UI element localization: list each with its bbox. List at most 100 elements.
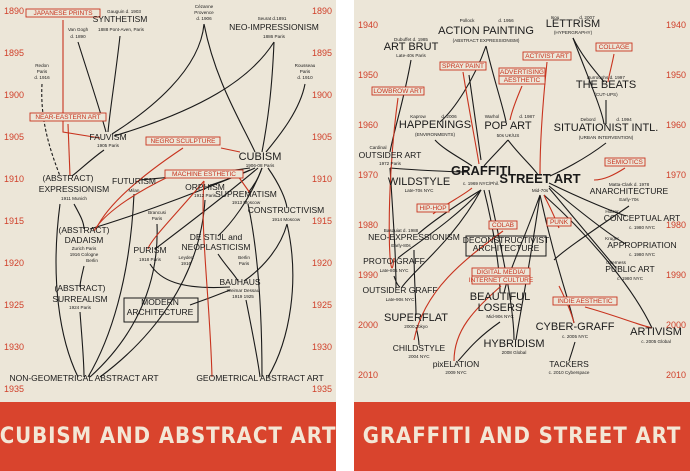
node-note: Gauguin d. 1903	[107, 9, 141, 14]
node-note: d. 1890	[70, 34, 86, 39]
node-note: Early-70s	[619, 197, 639, 202]
node-note: Brancusi	[148, 210, 166, 215]
node-cubism: CUBISM	[239, 151, 282, 163]
node-neoexp: NEO-EXPRESSIONISM	[368, 232, 460, 242]
year-label-left: 1915	[4, 216, 24, 226]
node-note: c. 1980 NYC	[629, 225, 656, 230]
graffiti-diagram: 1940195019601970198019902000201019401950…	[358, 15, 686, 380]
year-label-right: 1905	[312, 132, 332, 142]
node-note: Paris	[37, 69, 48, 74]
node-cybergraff: CYBER-GRAFF	[536, 321, 615, 333]
node-purism: PURISM	[133, 245, 166, 255]
year-label-left: 2010	[358, 370, 378, 380]
node-futurism: FUTURISM	[112, 176, 156, 186]
red-influence-label: COLLAGE	[599, 44, 630, 51]
node-fauvism: FAUVISM	[89, 132, 126, 142]
year-label-right: 1915	[312, 216, 332, 226]
node-note: d. 2006	[441, 114, 457, 119]
red-influence-label: DIGITAL MEDIA/	[477, 269, 526, 276]
year-label-left: 1970	[358, 170, 378, 180]
node-note: Seurat d.1891	[258, 16, 287, 21]
node-note: Berlin	[86, 258, 98, 263]
year-label-right: 1960	[666, 120, 686, 130]
node-note: Early-80s	[391, 243, 411, 248]
node-note: 1912 Paris	[194, 193, 217, 198]
node-note: Paris	[152, 216, 163, 221]
node-note: Kruger	[605, 236, 619, 241]
node-note: Isou	[551, 15, 560, 20]
red-influence-label-box	[498, 75, 546, 85]
year-label-left: 1920	[4, 258, 24, 268]
node-outsider: OUTSIDER ART	[359, 150, 422, 160]
red-influence-label-box	[546, 217, 572, 227]
node-hybridism: HYBRIDISM	[483, 338, 544, 350]
node-note: (HYPERGRAPHY)	[554, 30, 593, 35]
node-note: 1918 Paris	[139, 257, 162, 262]
node-note: Late-90s NYC	[386, 297, 416, 302]
year-label-left: 1900	[4, 90, 24, 100]
red-influence-label: COLAB	[492, 222, 514, 229]
red-influence-label-box	[522, 51, 572, 61]
node-streetart: STREET ART	[499, 171, 580, 186]
red-influence-label-box	[25, 8, 101, 18]
node-note: 2008 Global	[502, 350, 527, 355]
node-note: 1916 Cologne	[70, 252, 99, 257]
node-note: Mid-90s NYC	[486, 314, 514, 319]
node-note: Redon	[35, 63, 49, 68]
node-note: c. 2005 NYC	[562, 334, 589, 339]
node-note: Late-70s NYC	[405, 188, 435, 193]
node-situ: SITUATIONIST INTL.	[554, 122, 659, 134]
year-label-right: 1950	[666, 70, 686, 80]
red-influence-label: ADVERTISING	[500, 69, 544, 76]
red-influence-label: INDIE AESTHETIC	[557, 298, 613, 305]
year-label-left: 1950	[358, 70, 378, 80]
red-influence-label-box	[471, 275, 531, 285]
node-pixelation: pixELATION	[433, 359, 480, 369]
node-note: (ABSTRACT EXPRESSIONISM)	[453, 38, 520, 43]
node-protograff: PROTO-GRAFF	[363, 256, 425, 266]
red-influence-label: MACHINE ESTHETIC	[172, 171, 236, 178]
node-note: Paris	[300, 69, 311, 74]
node-happen: HAPPENINGS	[399, 119, 471, 131]
node-note: 1916	[181, 261, 192, 266]
node-note: 1919 1925	[232, 294, 254, 299]
node-note: Rousseau	[295, 63, 316, 68]
node-note: (ENVIRONMENTS)	[415, 132, 456, 137]
year-label-right: 1920	[312, 258, 332, 268]
node-popart: POP ART	[484, 120, 532, 132]
year-label-right: 2010	[666, 370, 686, 380]
node-note: Dubuffet d. 1985	[394, 37, 428, 42]
red-influence-label-box	[604, 157, 646, 167]
node-orphism: ORPHISM	[185, 182, 225, 192]
node-note: 50s UK/US	[497, 133, 520, 138]
node-note: 1972 Paris	[379, 161, 402, 166]
node-note: c. 1980 NYC	[617, 276, 644, 281]
decon-architecture-box	[465, 235, 547, 257]
year-label-right: 1890	[312, 6, 332, 16]
node-note: Weimar Dessau	[227, 288, 260, 293]
node-note: Paris	[239, 261, 250, 266]
node-beats: THE BEATS	[576, 79, 636, 91]
node-concept: CONCEPTUAL ART	[604, 213, 681, 223]
year-label-left: 1910	[4, 174, 24, 184]
node-outsidergraff: OUTSIDER GRAFF	[362, 285, 437, 295]
node-neo: NEO-IMPRESSIONISM	[229, 22, 319, 32]
red-influence-label: NEAR-EASTERN ART	[35, 114, 100, 121]
year-label-left: 1960	[358, 120, 378, 130]
node-note: c. 1969 NYC/Phil.	[463, 181, 499, 186]
node-lettrism: LETTRISM	[546, 18, 600, 30]
node-suprematism: SUPREMATISM	[215, 189, 277, 199]
year-label-right: 1980	[666, 220, 686, 230]
node-note: Burroughs d. 1997	[587, 75, 625, 80]
red-influence-label: NEGRO SCULPTURE	[150, 138, 216, 145]
cubism-banner: CUBISM AND ABSTRACT ART	[0, 402, 336, 471]
year-label-right: 1910	[312, 174, 332, 184]
node-note: Pollock	[460, 18, 476, 23]
red-influence-label: AESTHETIC	[504, 77, 541, 84]
node-losers: LOSERS	[478, 302, 523, 314]
year-label-right: 1930	[312, 342, 332, 352]
node-note: Basquiat d. 1988	[384, 228, 419, 233]
node-note: Warhol	[485, 114, 499, 119]
year-label-left: 1895	[4, 48, 24, 58]
